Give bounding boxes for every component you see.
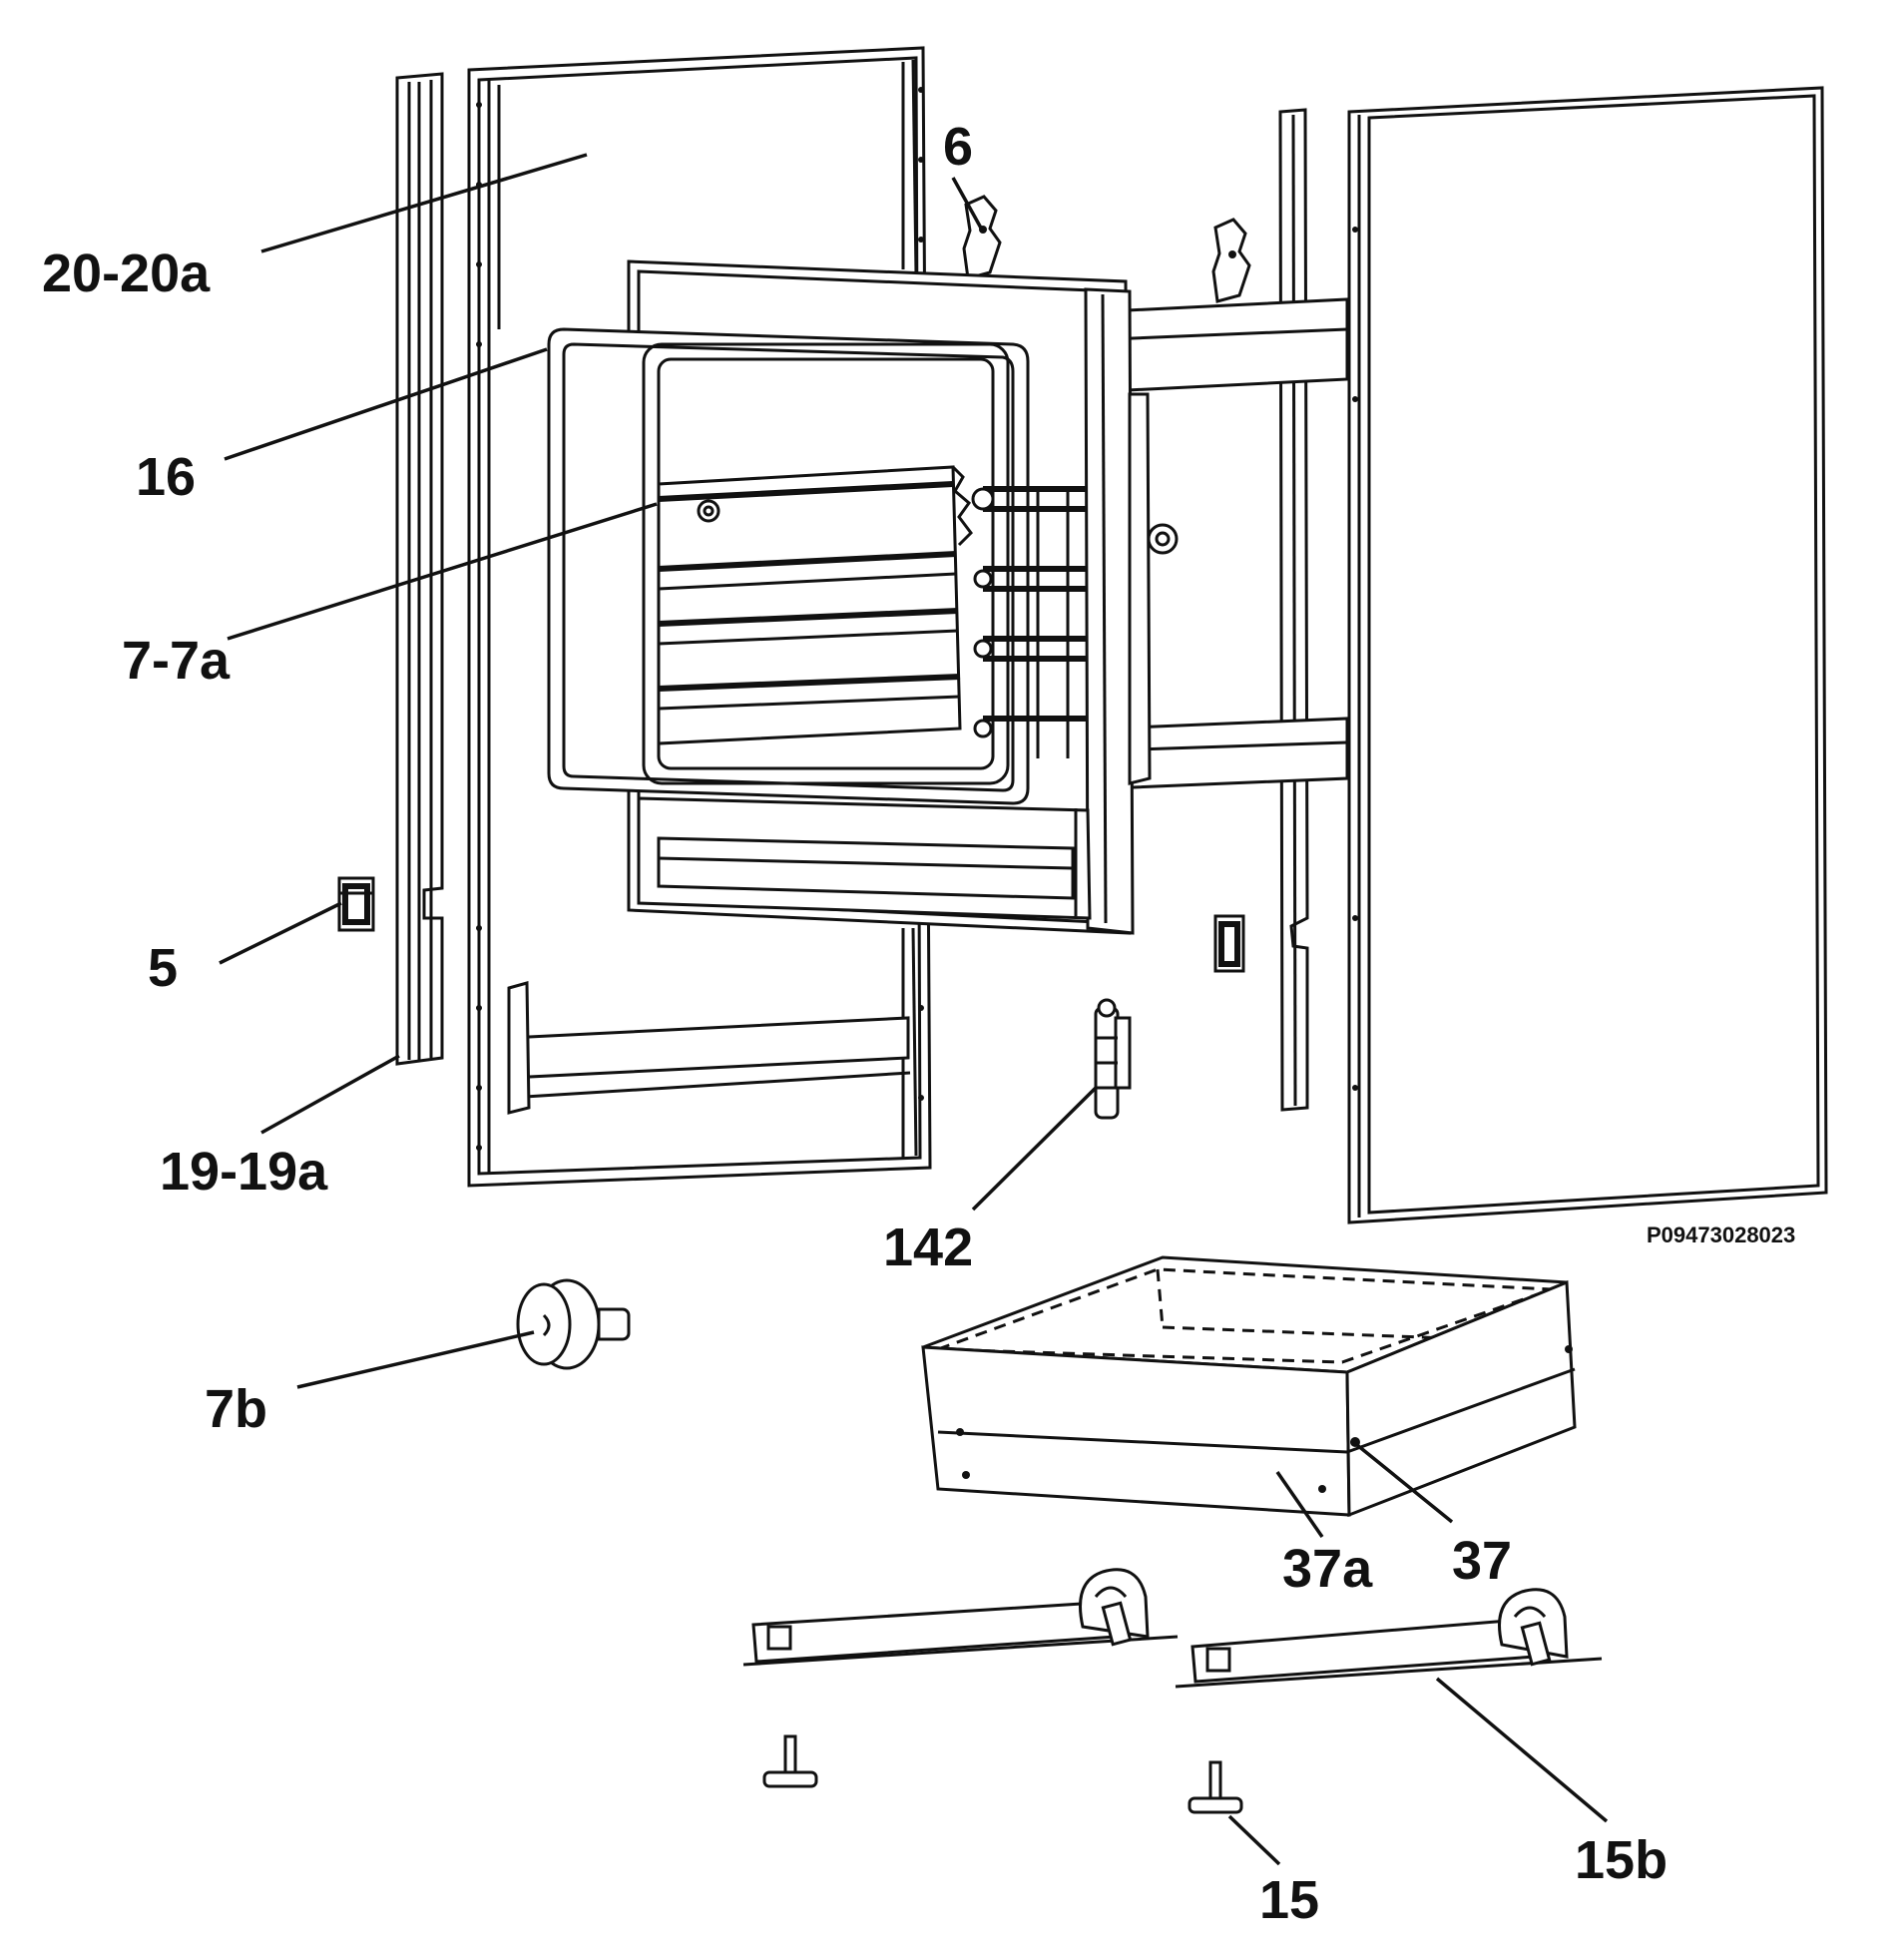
label-16: 16 bbox=[136, 447, 196, 507]
oven-racks bbox=[657, 465, 1088, 758]
leader-37 bbox=[1355, 1443, 1454, 1524]
side-wire-grid bbox=[971, 486, 1088, 758]
right-side-panel bbox=[1347, 86, 1828, 1224]
label-6: 6 bbox=[943, 117, 973, 177]
adjustable-foot-left bbox=[762, 1734, 818, 1788]
leader-15 bbox=[1227, 1814, 1281, 1866]
door-hinge-part bbox=[1094, 998, 1132, 1120]
leader-6 bbox=[951, 177, 985, 233]
storage-drawer bbox=[921, 1255, 1577, 1518]
label-7b: 7b bbox=[205, 1379, 267, 1439]
label-15b: 15b bbox=[1575, 1830, 1667, 1890]
control-knob bbox=[516, 1278, 631, 1370]
leader-16 bbox=[224, 347, 548, 461]
leader-5 bbox=[219, 901, 342, 965]
hinge-bracket-right bbox=[1211, 218, 1251, 303]
right-gasket-strip bbox=[1278, 108, 1309, 1112]
drawing-code: P09473028023 bbox=[1647, 1222, 1795, 1247]
label-15: 15 bbox=[1259, 1870, 1319, 1930]
label-37: 37 bbox=[1452, 1531, 1512, 1591]
leader-19-19a bbox=[260, 1054, 400, 1135]
leader-7-7a bbox=[227, 502, 658, 641]
leader-142 bbox=[971, 1086, 1098, 1212]
mounting-rails bbox=[1106, 297, 1349, 790]
label-7-7a: 7-7a bbox=[122, 631, 231, 691]
label-142: 142 bbox=[883, 1218, 973, 1277]
leader-37a bbox=[1275, 1471, 1324, 1538]
leader-20-20a bbox=[260, 153, 588, 253]
label-19-19a: 19-19a bbox=[160, 1142, 328, 1202]
latch-clip-part bbox=[337, 876, 375, 932]
leader-15b bbox=[1435, 1677, 1609, 1823]
label-37a: 37a bbox=[1282, 1539, 1373, 1599]
right-latch-clip bbox=[1213, 914, 1245, 973]
plinth-rail-left bbox=[742, 1568, 1179, 1667]
label-20-20a: 20-20a bbox=[42, 244, 211, 303]
label-5: 5 bbox=[148, 938, 178, 998]
adjustable-foot-right bbox=[1188, 1760, 1243, 1814]
part-labels: 20-20a 16 7-7a 5 19-19a 6 142 7b 37a 37 … bbox=[42, 117, 1795, 1930]
left-gasket-strip bbox=[395, 72, 444, 1066]
leader-lines bbox=[219, 153, 1609, 1866]
leader-7b bbox=[296, 1330, 535, 1389]
plinth-rail-right bbox=[1175, 1588, 1603, 1689]
